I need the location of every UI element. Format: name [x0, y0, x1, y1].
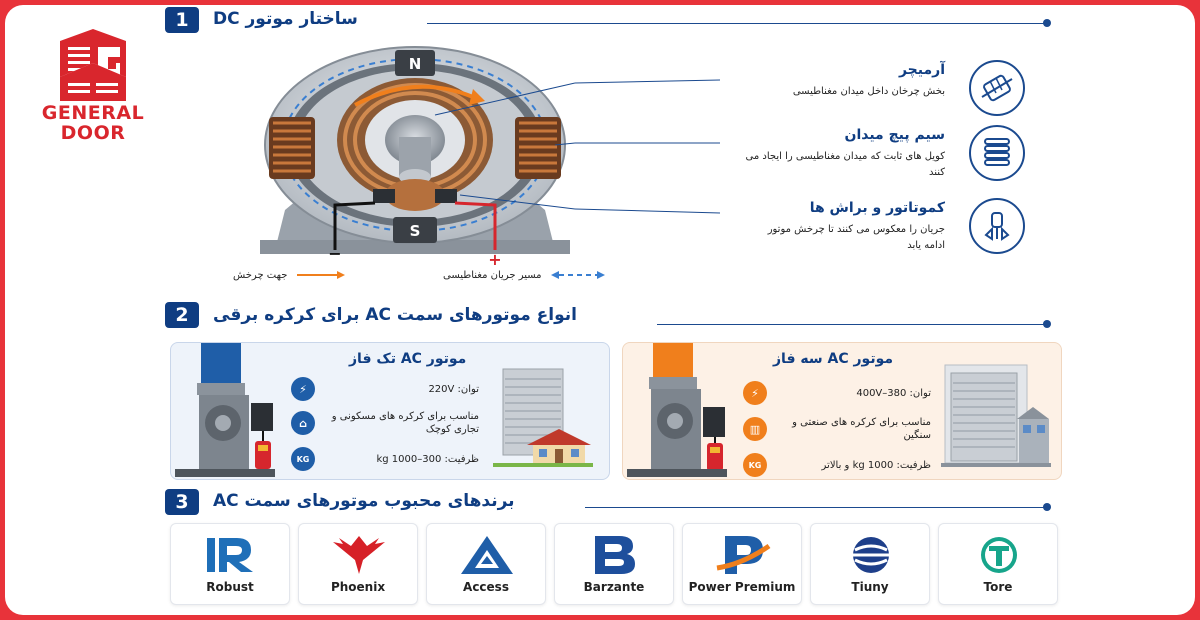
brand-name-tore: Tore	[983, 580, 1013, 594]
feature-field-coil-title: سیم پیچ میدان	[844, 127, 946, 143]
card-single-phase-specs: ⚡ توان: 220V ⌂ مناسب برای کرکره های مسکو…	[291, 373, 481, 473]
feature-armature: آرمیچر بخش چرخان داخل میدان مغناطیسی	[705, 60, 1025, 122]
spec-row: ⌂ مناسب برای کرکره های مسکونی و تجاری کو…	[291, 411, 481, 435]
section2-dot	[1043, 320, 1051, 328]
brand-name-barzante: Barzante	[583, 580, 645, 594]
feature-armature-desc: بخش چرخان داخل میدان مغناطیسی	[792, 86, 945, 97]
legend-magnetic: مسیر جریان مغناطیسی	[443, 270, 605, 281]
tore-logo-icon	[981, 537, 1017, 573]
brand-card-access[interactable]: Access	[426, 523, 546, 605]
feature-commutator: کموتاتور و براش ها جریان را معکوس می کنن…	[705, 198, 1025, 260]
blue-dashed-arrow-icon	[550, 271, 605, 279]
section2-header: 2 انواع موتورهای سمت AC برای کرکره برقی	[165, 302, 1055, 332]
spec-capacity: ظرفیت: 300–1000 kg	[376, 453, 479, 465]
section3-dot	[1043, 503, 1051, 511]
access-logo-icon	[461, 536, 513, 574]
tiuny-logo-icon	[853, 537, 889, 573]
brand-card-power-premium[interactable]: Power Premium	[682, 523, 802, 605]
feature-field-coil: سیم پیچ میدان کویل های ثابت که میدان مغن…	[705, 125, 1025, 187]
armature-icon	[969, 60, 1025, 116]
kg-icon: KG	[291, 447, 315, 471]
power-icon: ⚡	[743, 381, 767, 405]
card-single-phase-title: موتور AC تک فاز	[349, 351, 467, 367]
section1-header: 1 ساختار موتور DC	[165, 7, 1055, 37]
spec-row: ▥ مناسب برای کرکره های صنعتی و سنگین	[743, 417, 933, 441]
spec-power: توان: 380–400V	[856, 387, 931, 399]
coil-icon	[969, 125, 1025, 181]
minus-terminal-label: −	[328, 244, 341, 263]
feature-armature-title: آرمیچر	[898, 62, 945, 78]
brand-name-phoenix: Phoenix	[330, 580, 386, 594]
card-three-phase-title: موتور AC سه فاز	[773, 351, 894, 367]
section2-title: انواع موتورهای سمت AC برای کرکره برقی	[213, 305, 577, 325]
south-pole-label: S	[410, 222, 421, 240]
dc-motor-diagram: N S − +	[260, 46, 575, 269]
logo-text-door: DOOR	[60, 122, 126, 144]
brand-card-robust[interactable]: Robust	[170, 523, 290, 605]
north-pole-label: N	[409, 55, 422, 73]
section2-divider	[657, 324, 1045, 325]
spec-row: KG ظرفیت: 300–1000 kg	[291, 447, 481, 471]
brand-name-tiuny: Tiuny	[851, 580, 889, 594]
legend-rotation: جهت چرخش	[233, 270, 345, 281]
page-frame: GENERAL DOOR 1 ساختار موتور DC	[5, 5, 1195, 615]
power-icon: ⚡	[291, 377, 315, 401]
brand-list: Robust Phoenix Access Barzante	[170, 523, 1060, 609]
feature-commutator-title: کموتاتور و براش ها	[809, 200, 945, 216]
kg-icon: KG	[743, 453, 767, 477]
home-icon: ⌂	[291, 411, 315, 435]
section1-divider	[427, 23, 1045, 24]
section3-header: 3 برندهای محبوب موتورهای سمت AC	[165, 489, 1055, 519]
brand-name-power-premium: Power Premium	[688, 580, 796, 594]
single-phase-motor-image	[175, 343, 275, 477]
three-phase-motor-image	[627, 343, 727, 477]
spec-row: ⚡ توان: 220V	[291, 377, 481, 401]
logo-text-general: GENERAL	[41, 102, 145, 124]
factory-icon: ▥	[743, 417, 767, 441]
feature-pointers	[575, 79, 721, 214]
section3-title: برندهای محبوب موتورهای سمت AC	[213, 491, 515, 511]
brand-card-phoenix[interactable]: Phoenix	[298, 523, 418, 605]
spec-power: توان: 220V	[428, 383, 479, 395]
spec-row: ⚡ توان: 380–400V	[743, 381, 933, 405]
barzante-logo-icon	[595, 536, 635, 574]
power-premium-logo-icon	[716, 536, 771, 574]
residential-shutter-image	[493, 368, 593, 467]
orange-arrow-icon	[296, 271, 345, 279]
brand-card-tore[interactable]: Tore	[938, 523, 1058, 605]
card-three-phase-specs: ⚡ توان: 380–400V ▥ مناسب برای کرکره های …	[743, 373, 933, 477]
brand-card-barzante[interactable]: Barzante	[554, 523, 674, 605]
plus-terminal-label: +	[488, 250, 501, 269]
spec-capacity: ظرفیت: 1000 kg و بالاتر	[821, 459, 931, 471]
commutator-icon	[969, 198, 1025, 254]
legend-rotation-label: جهت چرخش	[233, 270, 288, 281]
brand-card-tiuny[interactable]: Tiuny	[810, 523, 930, 605]
section1-title: ساختار موتور DC	[213, 9, 358, 29]
feature-commutator-desc: جریان را معکوس می کنند تا چرخش موتور ادا…	[767, 224, 945, 251]
logo-mark-icon	[60, 29, 126, 101]
spec-row: KG ظرفیت: 1000 kg و بالاتر	[743, 453, 933, 477]
brand-name-access: Access	[463, 580, 509, 594]
legend-magnetic-label: مسیر جریان مغناطیسی	[443, 270, 542, 281]
section2-number: 2	[165, 302, 199, 328]
section3-number: 3	[165, 489, 199, 515]
spec-usage: مناسب برای کرکره های صنعتی و سنگین	[792, 417, 931, 441]
section1-dot	[1043, 19, 1051, 27]
feature-field-coil-desc: کویل های ثابت که میدان مغناطیسی را ایجاد…	[745, 151, 945, 178]
section3-divider	[585, 507, 1045, 508]
brand-name-robust: Robust	[206, 580, 254, 594]
general-door-logo[interactable]: GENERAL DOOR	[33, 27, 153, 143]
robust-logo-icon	[207, 538, 253, 572]
industrial-shutter-image	[941, 364, 1051, 467]
card-three-phase: موتور AC سه فاز ⚡ توان: 380–400V ▥ مناسب…	[622, 342, 1062, 480]
phoenix-logo-icon	[333, 536, 385, 574]
section1-number: 1	[165, 7, 199, 33]
card-single-phase: موتور AC تک فاز ⚡ توان: 220V ⌂ مناسب برا…	[170, 342, 610, 480]
spec-usage: مناسب برای کرکره های مسکونی و تجاری کوچک	[331, 411, 479, 435]
